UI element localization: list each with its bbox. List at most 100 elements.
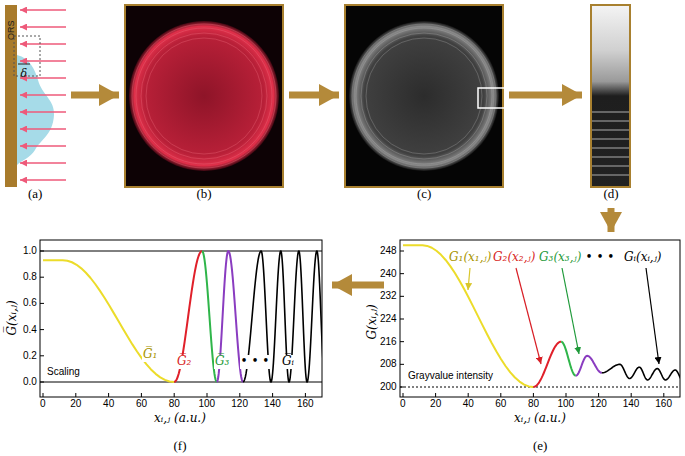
tick-label: 240 [380, 268, 397, 280]
fringe-stripe [592, 147, 629, 149]
tick [400, 251, 404, 252]
tick-label: 224 [380, 313, 397, 325]
axis-title: G(xᵢ,ⱼ) [365, 304, 379, 339]
fringe-stripe [592, 156, 629, 158]
leader-arrow [468, 268, 470, 290]
curve-yellow [403, 245, 533, 387]
fringe-stripe [592, 138, 629, 140]
panel-label: (e) [533, 438, 547, 454]
flow-arrow [608, 208, 615, 232]
plot-frame [400, 240, 680, 397]
tick [207, 393, 208, 397]
tick-label: 20 [430, 398, 441, 410]
leader-arrow [516, 268, 541, 364]
curve-label: G₁(x₁,ⱼ) [449, 251, 491, 265]
curve-label: Gᵢ(xᵢ,ⱼ) [624, 251, 662, 265]
light-ray [20, 9, 66, 11]
tick-label: 216 [380, 336, 397, 348]
curve-purple [576, 356, 602, 376]
ellipsis: • • • [240, 355, 271, 369]
tick [566, 393, 567, 397]
tick-label: 100 [558, 398, 575, 410]
tick [40, 382, 44, 383]
color-image [125, 5, 283, 187]
light-ray [20, 60, 66, 62]
tick [400, 387, 404, 388]
tick [663, 393, 664, 397]
baseline [400, 387, 680, 388]
tick [400, 364, 404, 365]
fringe-rings [132, 24, 276, 168]
flow-arrow [71, 92, 119, 99]
roi-box [478, 88, 510, 108]
tick [533, 393, 534, 397]
ticks [40, 251, 305, 397]
light-ray [20, 111, 66, 113]
tick [40, 251, 44, 252]
tick-label: 0.8 [23, 271, 37, 283]
light-ray [20, 128, 66, 130]
tick-label: 60 [136, 398, 147, 410]
tick-label: 0 [400, 398, 406, 410]
tick-label: 0.0 [23, 376, 37, 388]
tick [403, 393, 404, 397]
tick [239, 393, 240, 397]
figure-panel: (d) [588, 5, 634, 202]
tick-label: 160 [655, 398, 672, 410]
tick [272, 393, 273, 397]
fringe-stripe [592, 129, 629, 131]
plot-frame [40, 240, 322, 397]
fringe-rings [352, 24, 496, 168]
light-ray [20, 162, 66, 164]
tick-label: 80 [528, 398, 539, 410]
tick-label: 1.0 [23, 245, 37, 257]
tick-label: 60 [495, 398, 506, 410]
tick [40, 355, 44, 356]
fringe-disk [349, 21, 499, 171]
axis-title: xᵢ,ⱼ (a.u.) [154, 412, 206, 426]
tick-label: 0.6 [23, 297, 37, 309]
leader-arrow [646, 268, 659, 364]
tick-label: 40 [103, 398, 114, 410]
tick [174, 393, 175, 397]
tick [305, 393, 306, 397]
panel-label: (f) [174, 438, 187, 454]
fringe-disk [129, 21, 279, 171]
curve-yellow [43, 260, 174, 382]
tick [40, 329, 44, 330]
leader-arrow [562, 268, 579, 354]
tick [75, 393, 76, 397]
tick-label: 248 [380, 245, 397, 257]
light-ray [20, 43, 66, 45]
tick [400, 319, 404, 320]
ellipsis: • • • [586, 251, 615, 265]
tick-label: 20 [70, 398, 81, 410]
panel-label: (c) [417, 186, 431, 202]
light-ray [20, 145, 66, 147]
fringe-stripe [592, 120, 629, 122]
tick [40, 303, 44, 304]
gray-image [345, 5, 503, 187]
tick-label: 0.4 [23, 324, 37, 336]
fringe-stripes [592, 112, 629, 175]
flow-arrow [289, 92, 339, 99]
curve-black [602, 364, 680, 381]
curve-label: G₂(x₂,ⱼ) [493, 251, 535, 265]
curve-green [561, 342, 576, 376]
curve-label: G̅₂ [176, 355, 192, 369]
curve-red [174, 251, 202, 382]
roi-crop [591, 5, 630, 187]
thickness-mark [18, 64, 30, 65]
tick-label: 0 [40, 398, 46, 410]
tick-label: 120 [590, 398, 607, 410]
panel-label: (d) [604, 186, 619, 202]
flow-arrow [332, 282, 384, 289]
tick [108, 393, 109, 397]
tick-label: 208 [380, 358, 397, 370]
tick [400, 296, 404, 297]
tick-label: 200 [380, 381, 397, 393]
tick [598, 393, 599, 397]
tick-label: 140 [623, 398, 640, 410]
